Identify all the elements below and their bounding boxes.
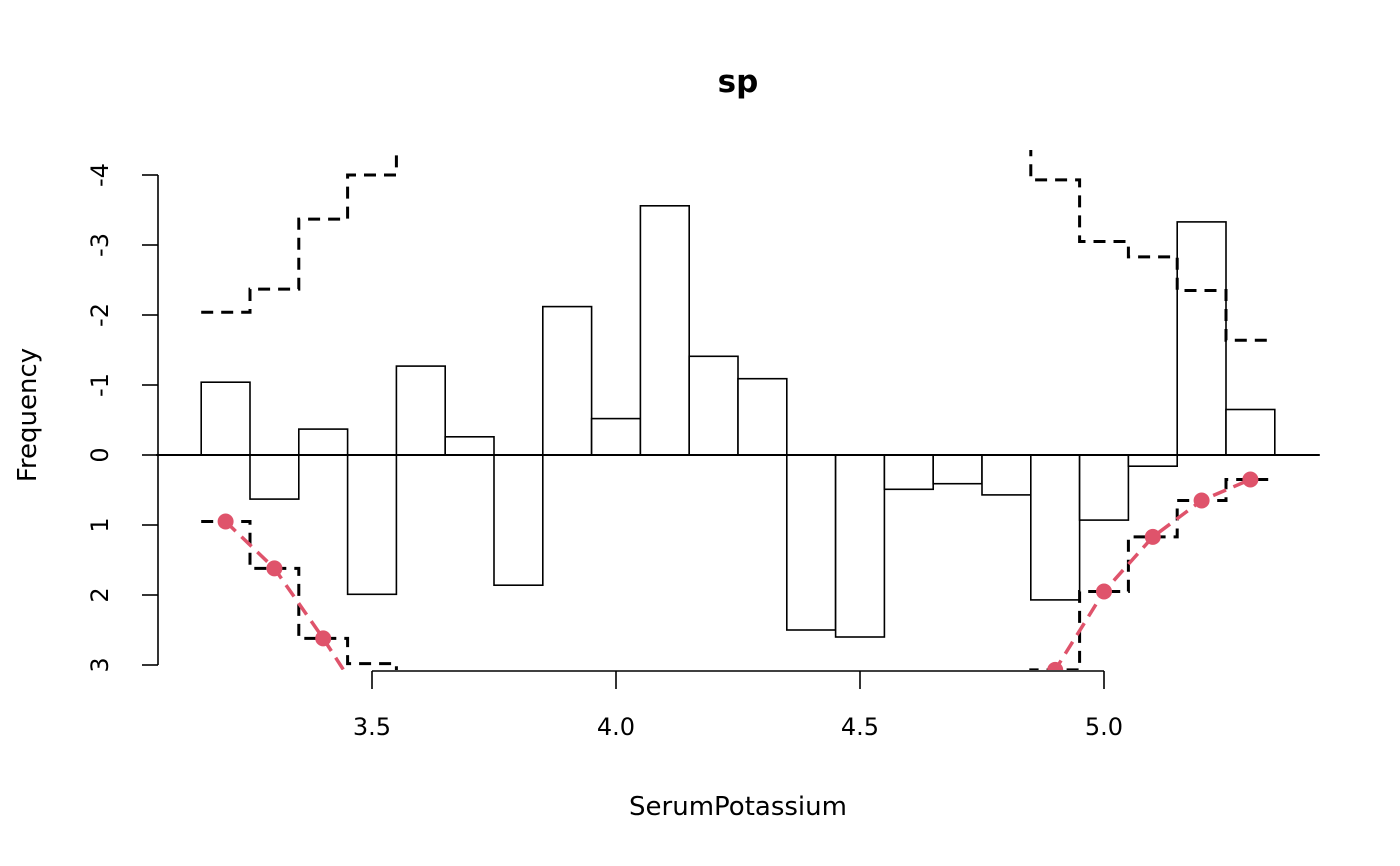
data-point: [1193, 492, 1210, 509]
data-point: [1242, 471, 1259, 488]
x-axis-label: SerumPotassium: [629, 792, 847, 822]
histogram-bar: [541, 305, 593, 456]
histogram-bar: [688, 355, 739, 456]
histogram-bar: [932, 454, 983, 485]
histogram-bar: [493, 454, 544, 586]
chart-title: sp: [718, 64, 759, 100]
histogram-bar: [1225, 408, 1276, 456]
x-tick-label: 3.5: [353, 713, 391, 741]
data-point: [266, 560, 283, 577]
y-tick-label: 3: [86, 657, 114, 672]
y-tick-label: -2: [86, 303, 114, 327]
histogram-bar: [200, 381, 251, 456]
histogram-bar: [834, 454, 886, 638]
histogram-bar: [1030, 454, 1081, 601]
histogram-bar: [639, 205, 691, 456]
histogram-bars: [200, 205, 1276, 638]
histogram-bar: [346, 454, 398, 596]
histogram-bar: [737, 377, 788, 456]
y-axis: -4 -3 -2 -1 0 1 2 3: [86, 163, 159, 673]
histogram-bar: [444, 435, 495, 456]
histogram-bar: [1127, 454, 1179, 467]
step-line-1: [201, 478, 1275, 670]
data-point: [1144, 528, 1161, 545]
histogram-bar: [249, 454, 300, 500]
histogram-bar: [395, 365, 446, 456]
histogram-bar: [297, 428, 349, 456]
y-tick-label: 0: [86, 447, 114, 462]
y-tick-label: 2: [86, 587, 114, 602]
reference-lines: [201, 150, 1275, 670]
data-point: [217, 513, 234, 530]
histogram-bar: [785, 454, 837, 631]
x-tick-label: 4.5: [841, 713, 879, 741]
histogram-bar: [981, 454, 1032, 496]
x-tick-label: 5.0: [1085, 713, 1123, 741]
y-tick-label: -4: [86, 163, 114, 187]
step-line-0: [201, 150, 1275, 342]
histogram-bar: [590, 417, 642, 456]
histogram-bar: [883, 454, 935, 491]
data-point: [1047, 661, 1064, 670]
histogram-bar: [1176, 221, 1227, 456]
y-tick-label: -3: [86, 233, 114, 257]
histogram-bar: [1078, 454, 1130, 521]
point-line-2: [224, 477, 1252, 670]
data-point: [1096, 583, 1112, 600]
x-tick-label: 4.0: [597, 713, 635, 741]
data-point: [315, 630, 332, 647]
y-tick-label: -1: [86, 373, 114, 397]
x-axis: 3.5 4.0 4.5 5.0: [353, 670, 1123, 741]
y-tick-label: 1: [86, 517, 114, 532]
y-axis-label: Frequency: [13, 348, 43, 482]
